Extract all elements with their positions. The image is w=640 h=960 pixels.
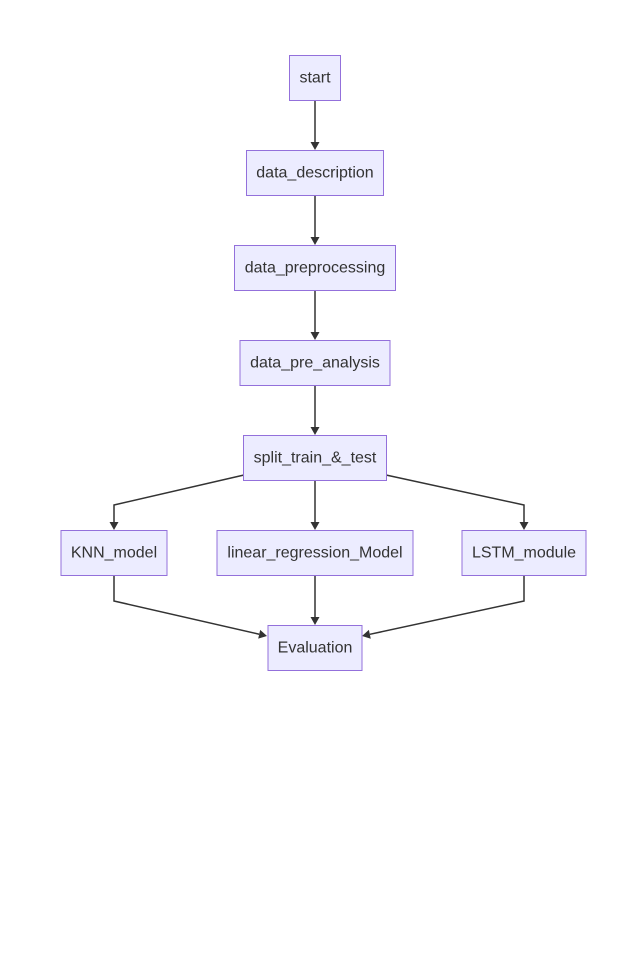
node-start: start — [289, 55, 341, 101]
node-box — [234, 245, 396, 291]
edge-line — [113, 576, 260, 635]
arrow-head-icon — [362, 629, 371, 639]
edge-line — [113, 474, 245, 522]
node-box — [267, 625, 363, 671]
node-label: data_pre_analysis — [250, 355, 380, 372]
node-label: LSTM_module — [472, 545, 576, 562]
edge-linear-regression-model-to-evaluation — [310, 576, 320, 625]
node-lstm-module: LSTM_module — [461, 530, 587, 576]
node-label: linear_regression_Model — [227, 545, 402, 562]
node-box — [246, 150, 384, 196]
node-box — [60, 530, 168, 576]
edge-split-train-test-to-linear-regression-model — [310, 481, 320, 530]
node-label: start — [299, 70, 331, 87]
arrow-head-icon — [310, 332, 320, 340]
edge-data-description-to-data-preprocessing — [310, 196, 320, 245]
arrow-head-icon — [258, 629, 267, 639]
node-label: Evaluation — [278, 640, 353, 657]
arrow-head-icon — [310, 142, 320, 150]
arrow-head-icon — [109, 522, 119, 530]
edge-split-train-test-to-knn-model — [109, 474, 245, 530]
node-box — [461, 530, 587, 576]
node-box — [243, 435, 387, 481]
node-label: data_preprocessing — [245, 260, 386, 277]
node-split-train-test: split_train_&_test — [243, 435, 387, 481]
edge-line — [369, 576, 525, 636]
edge-data-pre-analysis-to-split-train-test — [310, 386, 320, 435]
nodes-layer: start data_description data_preprocessingd… — [60, 55, 587, 671]
node-label: data_description — [256, 165, 373, 182]
edge-knn-model-to-evaluation — [113, 576, 267, 639]
arrow-head-icon — [310, 617, 320, 625]
arrow-head-icon — [310, 237, 320, 245]
edges-layer — [109, 101, 529, 639]
node-box — [239, 340, 391, 386]
node-data-preprocessing: data_preprocessing — [234, 245, 396, 291]
edge-lstm-module-to-evaluation — [362, 576, 525, 639]
node-linear-regression-model: linear_regression_Model — [216, 530, 414, 576]
node-box — [289, 55, 341, 101]
node-data-description: data_description — [246, 150, 384, 196]
node-label: KNN_model — [71, 545, 157, 562]
edge-line — [385, 474, 525, 522]
node-evaluation: Evaluation — [267, 625, 363, 671]
node-knn-model: KNN_model — [60, 530, 168, 576]
arrow-head-icon — [310, 522, 320, 530]
node-data-pre-analysis: data_pre_analysis — [239, 340, 391, 386]
arrow-head-icon — [519, 522, 529, 530]
node-box — [216, 530, 414, 576]
arrow-head-icon — [310, 427, 320, 435]
node-label: split_train_&_test — [254, 450, 377, 467]
edge-start-to-data-description — [310, 101, 320, 150]
edge-data-preprocessing-to-data-pre-analysis — [310, 291, 320, 340]
edge-split-train-test-to-lstm-module — [385, 474, 529, 530]
